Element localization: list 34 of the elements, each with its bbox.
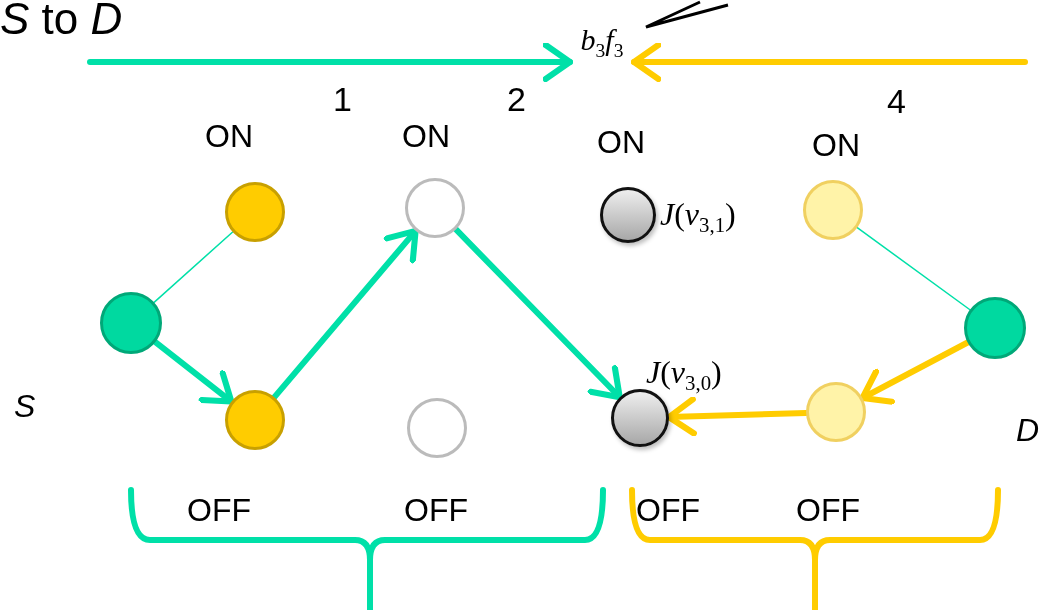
- circle-node: [407, 398, 467, 458]
- math-label: b$_{3}$f$_{3}$: [570, 20, 634, 64]
- arrow: [271, 227, 419, 401]
- connector-line: [153, 231, 234, 304]
- number-label: 4: [887, 82, 906, 121]
- title: S to D: [0, 0, 123, 44]
- arrow: [87, 41, 574, 83]
- state-label: ON: [205, 118, 253, 155]
- state-label: OFF: [796, 492, 860, 529]
- arrow: [859, 339, 971, 405]
- circle-node: [803, 180, 863, 240]
- state-label: ON: [597, 124, 645, 161]
- node-label: S: [14, 388, 36, 425]
- arrow: [152, 339, 235, 405]
- state-label: OFF: [187, 492, 251, 529]
- circle-node: [611, 389, 669, 447]
- number-label: 1: [333, 80, 352, 119]
- arrow: [630, 41, 1028, 83]
- math-label: J(v$_{3,1}$): [660, 196, 736, 238]
- circle-node: [806, 382, 866, 442]
- node-label: D: [1016, 412, 1039, 449]
- state-label: OFF: [404, 492, 468, 529]
- circle-node: [225, 182, 285, 242]
- circle-node: [100, 292, 162, 354]
- number-label: 2: [507, 80, 526, 119]
- connector-line: [856, 226, 971, 311]
- state-label: ON: [812, 127, 860, 164]
- circle-node: [405, 178, 465, 238]
- math-label: J(v$_{3,0}$): [646, 354, 722, 396]
- circle-node: [600, 187, 656, 243]
- circle-node: [225, 390, 285, 450]
- state-label: ON: [402, 118, 450, 155]
- state-label: OFF: [636, 492, 700, 529]
- arrow: [452, 226, 623, 401]
